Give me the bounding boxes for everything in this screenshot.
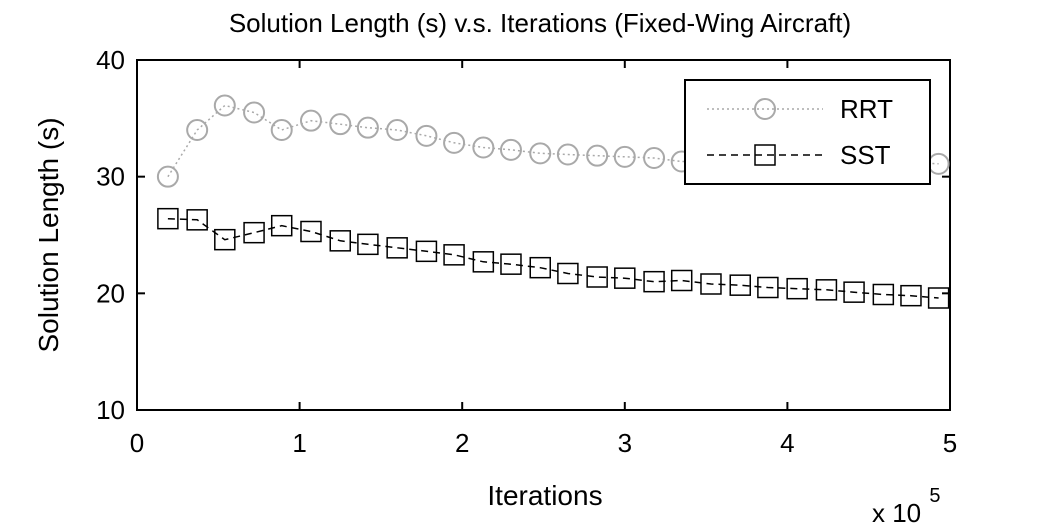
point-rrt [556,143,579,166]
point-rrt [356,116,379,139]
point-sst [500,253,522,275]
y-tick-label: 10 [96,395,125,425]
point-sst [643,270,665,293]
point-sst [157,207,179,230]
point-rrt [270,119,293,141]
point-rrt [499,138,522,161]
y-axis-label: Solution Length (s) [33,117,64,352]
legend-label-rrt: RRT [840,94,893,124]
series-line-rrt [167,104,939,178]
point-sst [614,267,636,289]
x-axis-multiplier: x 10 5 [872,485,941,525]
point-sst [557,262,579,285]
y-tick-label: 40 [96,45,125,75]
point-sst [670,269,693,292]
point-sst [415,240,438,263]
point-rrt [243,101,266,124]
point-sst [443,244,465,266]
point-rrt [643,147,666,169]
point-rrt [443,131,466,154]
x-axis-multiplier-base: x 10 [872,498,921,525]
x-tick-label: 0 [130,428,144,458]
point-sst [872,283,895,306]
plot-frame [136,59,951,411]
point-sst [843,281,865,303]
x-tick-label: 5 [943,428,957,458]
point-sst [186,209,208,231]
point-sst [243,221,265,244]
x-axis-multiplier-exponent: 5 [929,485,940,507]
point-rrt [156,165,179,188]
point-sst [472,251,495,273]
point-sst [329,230,351,252]
point-sst [900,284,922,307]
x-tick-label: 1 [292,428,306,458]
point-rrt [529,142,552,165]
point-rrt [927,152,950,175]
point-sst [786,277,808,300]
point-sst [700,273,722,295]
point-sst [270,214,293,237]
legend-marker-rrt [754,98,776,120]
point-rrt [213,94,236,117]
legend-marker-sst [754,144,776,166]
legend-label-sst: SST [840,140,891,170]
y-axis-ticks: 10 20 30 40 [96,45,950,425]
point-sst [357,233,379,256]
x-tick-label: 4 [780,428,794,458]
point-rrt [472,136,495,159]
point-rrt [329,113,352,136]
x-tick-label: 2 [455,428,469,458]
legend-box [684,79,931,185]
legend: RRT SST [684,79,931,185]
point-rrt [299,109,322,132]
point-sst [927,287,950,309]
point-sst [729,274,751,296]
point-sst [529,256,551,279]
y-tick-label: 30 [96,162,125,192]
point-rrt [586,144,609,167]
y-tick-label: 20 [96,278,125,308]
chart-title: Solution Length (s) v.s. Iterations (Fix… [229,8,851,38]
series-sst [157,207,950,309]
point-rrt [613,145,636,168]
series-line-sst [167,217,939,299]
point-rrt [186,119,209,141]
point-sst [757,276,779,299]
point-sst [300,220,322,243]
point-sst [386,237,408,259]
point-rrt [386,119,409,141]
point-rrt [415,124,438,147]
x-axis-ticks: 0 1 2 3 4 5 [130,60,957,458]
x-tick-label: 3 [618,428,632,458]
point-sst [214,228,236,251]
point-sst [815,279,838,301]
point-sst [586,266,608,288]
x-axis-label: Iterations [487,480,602,511]
